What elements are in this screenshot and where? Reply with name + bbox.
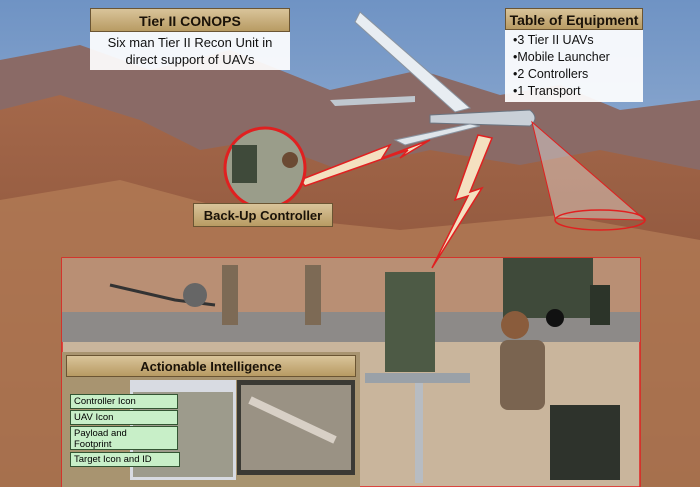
- conops-title: Tier II CONOPS: [90, 8, 290, 32]
- conops-description: Six man Tier II Recon Unit in direct sup…: [90, 32, 290, 70]
- conops-line-1: Six man Tier II Recon Unit in: [107, 35, 273, 50]
- uav-icon-label: UAV Icon: [70, 410, 178, 425]
- equipment-item: 3 Tier II UAVs: [513, 32, 643, 49]
- payload-footprint-label: Payload and Footprint: [70, 426, 178, 450]
- payload-line-1: Payload and: [74, 428, 127, 439]
- controller-icon-label: Controller Icon: [70, 394, 178, 409]
- equipment-list: 3 Tier II UAVs Mobile Launcher 2 Control…: [505, 30, 643, 102]
- conops-line-2: direct support of UAVs: [125, 52, 255, 67]
- target-icon-label: Target Icon and ID: [70, 452, 180, 467]
- equipment-item: 1 Transport: [513, 83, 643, 100]
- payload-line-2: Footprint: [74, 439, 112, 450]
- equipment-item: Mobile Launcher: [513, 49, 643, 66]
- backup-controller-label: Back-Up Controller: [193, 203, 333, 227]
- equipment-item: 2 Controllers: [513, 66, 643, 83]
- equipment-title: Table of Equipment: [505, 8, 643, 30]
- actionable-intelligence-title: Actionable Intelligence: [66, 355, 356, 377]
